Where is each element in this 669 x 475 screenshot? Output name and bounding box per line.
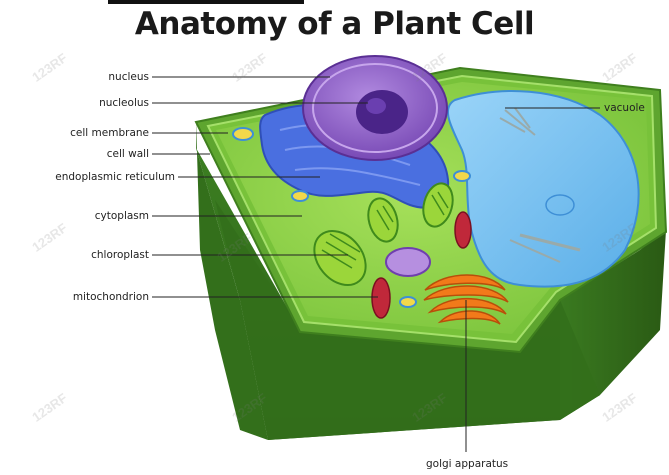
nucleolus-highlight (366, 98, 386, 114)
label-cytoplasm: cytoplasm (95, 210, 149, 222)
label-chloroplast: chloroplast (91, 249, 149, 261)
vesicle (386, 248, 430, 276)
label-mitochondrion: mitochondrion (73, 291, 149, 303)
label-endoplasmic-reticulum: endoplasmic reticulum (55, 171, 175, 183)
label-cell-wall: cell wall (107, 148, 149, 160)
label-nucleus: nucleus (108, 71, 149, 83)
label-nucleolus: nucleolus (99, 97, 149, 109)
small-vesicle-1 (233, 128, 253, 140)
small-vesicle-2 (292, 191, 308, 201)
label-cell-membrane: cell membrane (70, 127, 149, 139)
small-vesicle-3 (454, 171, 470, 181)
small-vesicle-4 (400, 297, 416, 307)
label-golgi-apparatus: golgi apparatus (426, 458, 508, 470)
label-vacuole: vacuole (604, 102, 645, 114)
